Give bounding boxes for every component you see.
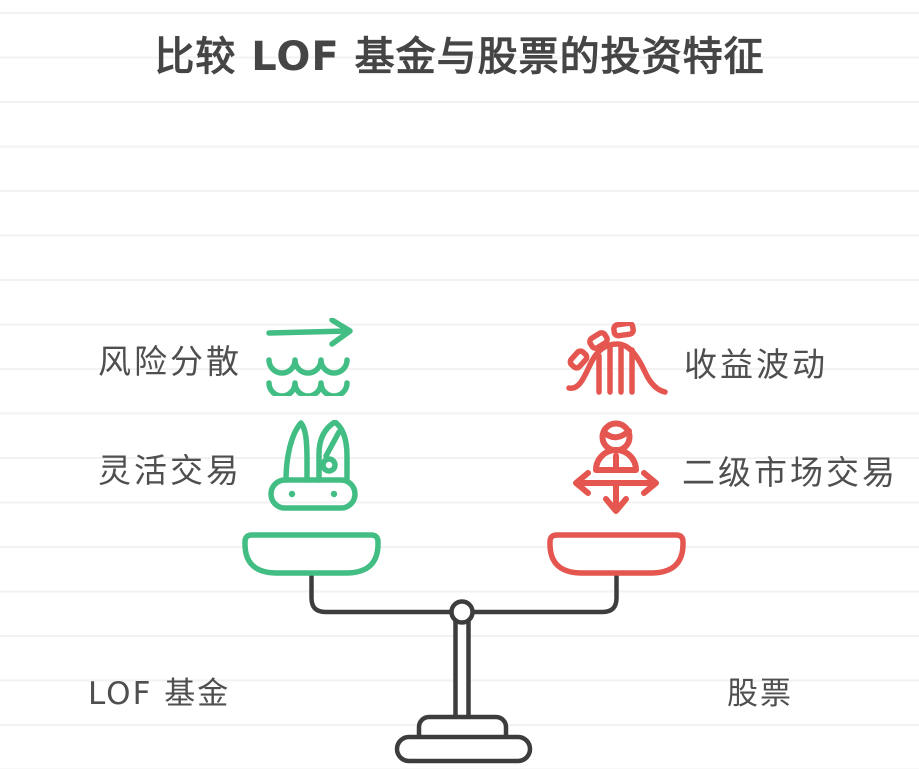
balance-scale-illustration [242,532,686,764]
left-feature-flexible-trading: 灵活交易 [98,419,360,516]
left-feature-2-label: 灵活交易 [98,451,242,490]
scale-pan-left [242,532,381,576]
swiss-knife-icon [266,419,360,516]
right-feature-1-label: 收益波动 [684,345,828,384]
right-feature-secondary-market: 二级市场交易 [568,418,898,522]
scale-pan-right [547,532,686,576]
left-feature-1-label: 风险分散 [98,342,242,381]
left-feature-risk-diversification: 风险分散 [98,317,356,400]
waves-arrow-icon [264,317,356,400]
right-side-label: 股票 [727,676,793,712]
right-feature-2-label: 二级市场交易 [682,453,898,492]
person-move-icon [568,418,664,522]
rollercoaster-icon [566,320,668,402]
right-feature-return-volatility: 收益波动 [566,320,828,402]
left-side-label: LOF 基金 [88,676,231,712]
page-title: 比较 LOF 基金与股票的投资特征 [154,34,765,80]
